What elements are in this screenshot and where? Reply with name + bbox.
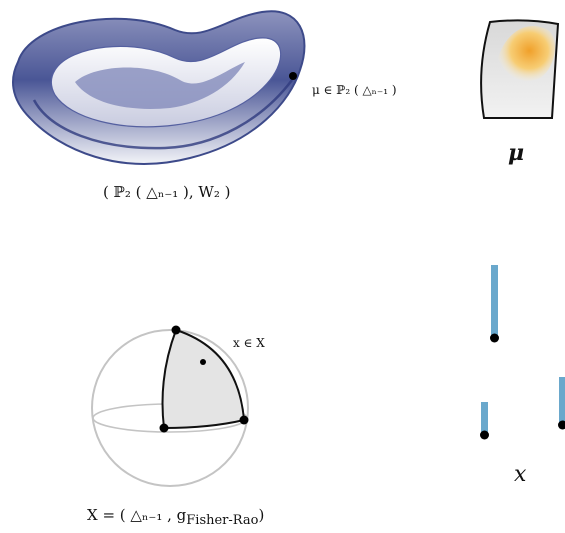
fisher-rao-space-main: X = ( △ₙ₋₁ , g xyxy=(87,506,187,524)
fisher-rao-sphere xyxy=(91,328,249,487)
bar-1 xyxy=(491,265,498,337)
mu-symbol-label: μ xyxy=(508,140,525,166)
x-point-dot xyxy=(200,359,206,365)
wasserstein-manifold-surface xyxy=(12,10,306,165)
fisher-rao-space-label: X = ( △ₙ₋₁ , gFisher-Rao) xyxy=(87,506,264,528)
vertex-bottom-right-dot xyxy=(239,415,249,425)
mu-point-label: μ ∈ ℙ₂ ( △ₙ₋₁ ) xyxy=(312,83,397,97)
wasserstein-space-label: ( ℙ₂ ( △ₙ₋₁ ), W₂ ) xyxy=(103,183,231,201)
bar-2-dot xyxy=(480,430,489,440)
bar-3 xyxy=(559,377,565,425)
fisher-rao-space-close: ) xyxy=(258,506,265,524)
mu-point-dot xyxy=(289,72,297,80)
vertex-top-dot xyxy=(171,325,181,335)
x-symbol-label: x xyxy=(514,462,527,487)
bar-1-dot xyxy=(490,333,499,343)
vertex-bottom-left-dot xyxy=(159,423,169,433)
x-point-label: x ∈ X xyxy=(233,336,265,350)
x-bar-plot xyxy=(480,265,565,440)
fisher-rao-subscript: Fisher-Rao xyxy=(186,513,259,528)
bar-2 xyxy=(481,402,488,435)
density-simplex xyxy=(480,19,560,119)
bar-3-dot xyxy=(558,420,565,430)
